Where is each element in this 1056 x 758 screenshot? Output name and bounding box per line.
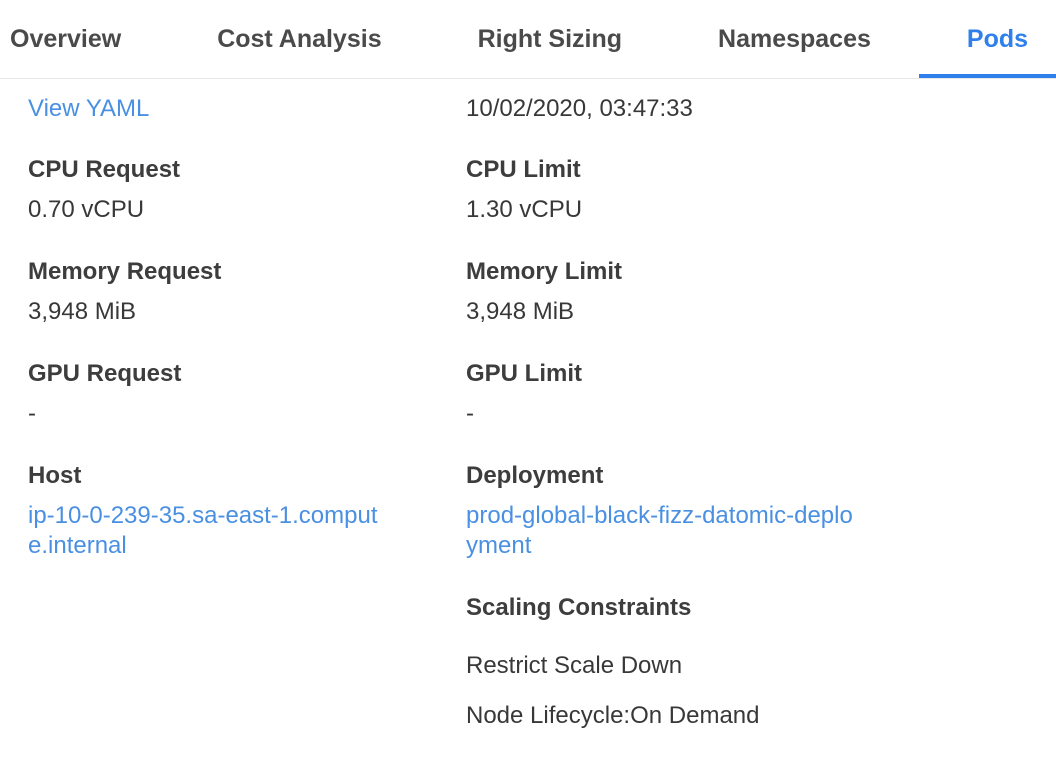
deployment-link[interactable]: prod-global-black-fizz-datomic-deploymen…	[466, 502, 853, 559]
field-cpu-request: CPU Request 0.70 vCPU	[28, 155, 466, 225]
gpu-limit-label: GPU Limit	[466, 360, 583, 387]
scaling-constraint-node-lifecycle: Node Lifecycle:On Demand	[466, 702, 760, 729]
memory-request-label: Memory Request	[28, 258, 222, 285]
cpu-limit-label: CPU Limit	[466, 156, 581, 183]
memory-request-value: 3,948 MiB	[28, 298, 137, 325]
gpu-request-value: -	[28, 400, 36, 427]
pod-details-panel: View YAML CPU Request 0.70 vCPU Memory R…	[0, 79, 1056, 751]
field-host: Host ip-10-0-239-35.sa-east-1.compute.in…	[28, 461, 466, 561]
scaling-constraints-section: Scaling Constraints Restrict Scale Down …	[466, 593, 1028, 731]
tab-overview[interactable]: Overview	[10, 24, 122, 53]
tab-namespaces[interactable]: Namespaces	[718, 24, 871, 53]
details-right-column: 10/02/2020, 03:47:33 CPU Limit 1.30 vCPU…	[466, 94, 1028, 751]
field-memory-limit: Memory Limit 3,948 MiB	[466, 257, 1028, 327]
tab-bar: Overview Cost Analysis Right Sizing Name…	[0, 0, 1056, 79]
cpu-limit-value: 1.30 vCPU	[466, 196, 583, 223]
field-memory-request: Memory Request 3,948 MiB	[28, 257, 466, 327]
memory-limit-label: Memory Limit	[466, 258, 623, 285]
field-deployment: Deployment prod-global-black-fizz-datomi…	[466, 461, 1028, 561]
details-left-column: View YAML CPU Request 0.70 vCPU Memory R…	[28, 94, 466, 593]
host-label: Host	[28, 462, 82, 489]
tab-right-sizing[interactable]: Right Sizing	[477, 24, 623, 53]
field-gpu-request: GPU Request -	[28, 359, 466, 429]
scaling-constraint-restrict-scale-down: Restrict Scale Down	[466, 652, 683, 679]
host-link[interactable]: ip-10-0-239-35.sa-east-1.compute.interna…	[28, 502, 378, 559]
tab-cost-analysis[interactable]: Cost Analysis	[217, 24, 382, 53]
memory-limit-value: 3,948 MiB	[466, 298, 575, 325]
view-yaml-row: View YAML	[28, 94, 466, 124]
tab-pods[interactable]: Pods	[918, 0, 1056, 78]
deployment-label: Deployment	[466, 462, 604, 489]
field-gpu-limit: GPU Limit -	[466, 359, 1028, 429]
scaling-constraints-heading: Scaling Constraints	[466, 594, 692, 621]
pod-start-time: 10/02/2020, 03:47:33	[466, 95, 693, 122]
cpu-request-label: CPU Request	[28, 156, 181, 183]
cpu-request-value: 0.70 vCPU	[28, 196, 145, 223]
gpu-limit-value: -	[466, 400, 474, 427]
field-cpu-limit: CPU Limit 1.30 vCPU	[466, 155, 1028, 225]
view-yaml-link[interactable]: View YAML	[28, 95, 150, 122]
gpu-request-label: GPU Request	[28, 360, 182, 387]
